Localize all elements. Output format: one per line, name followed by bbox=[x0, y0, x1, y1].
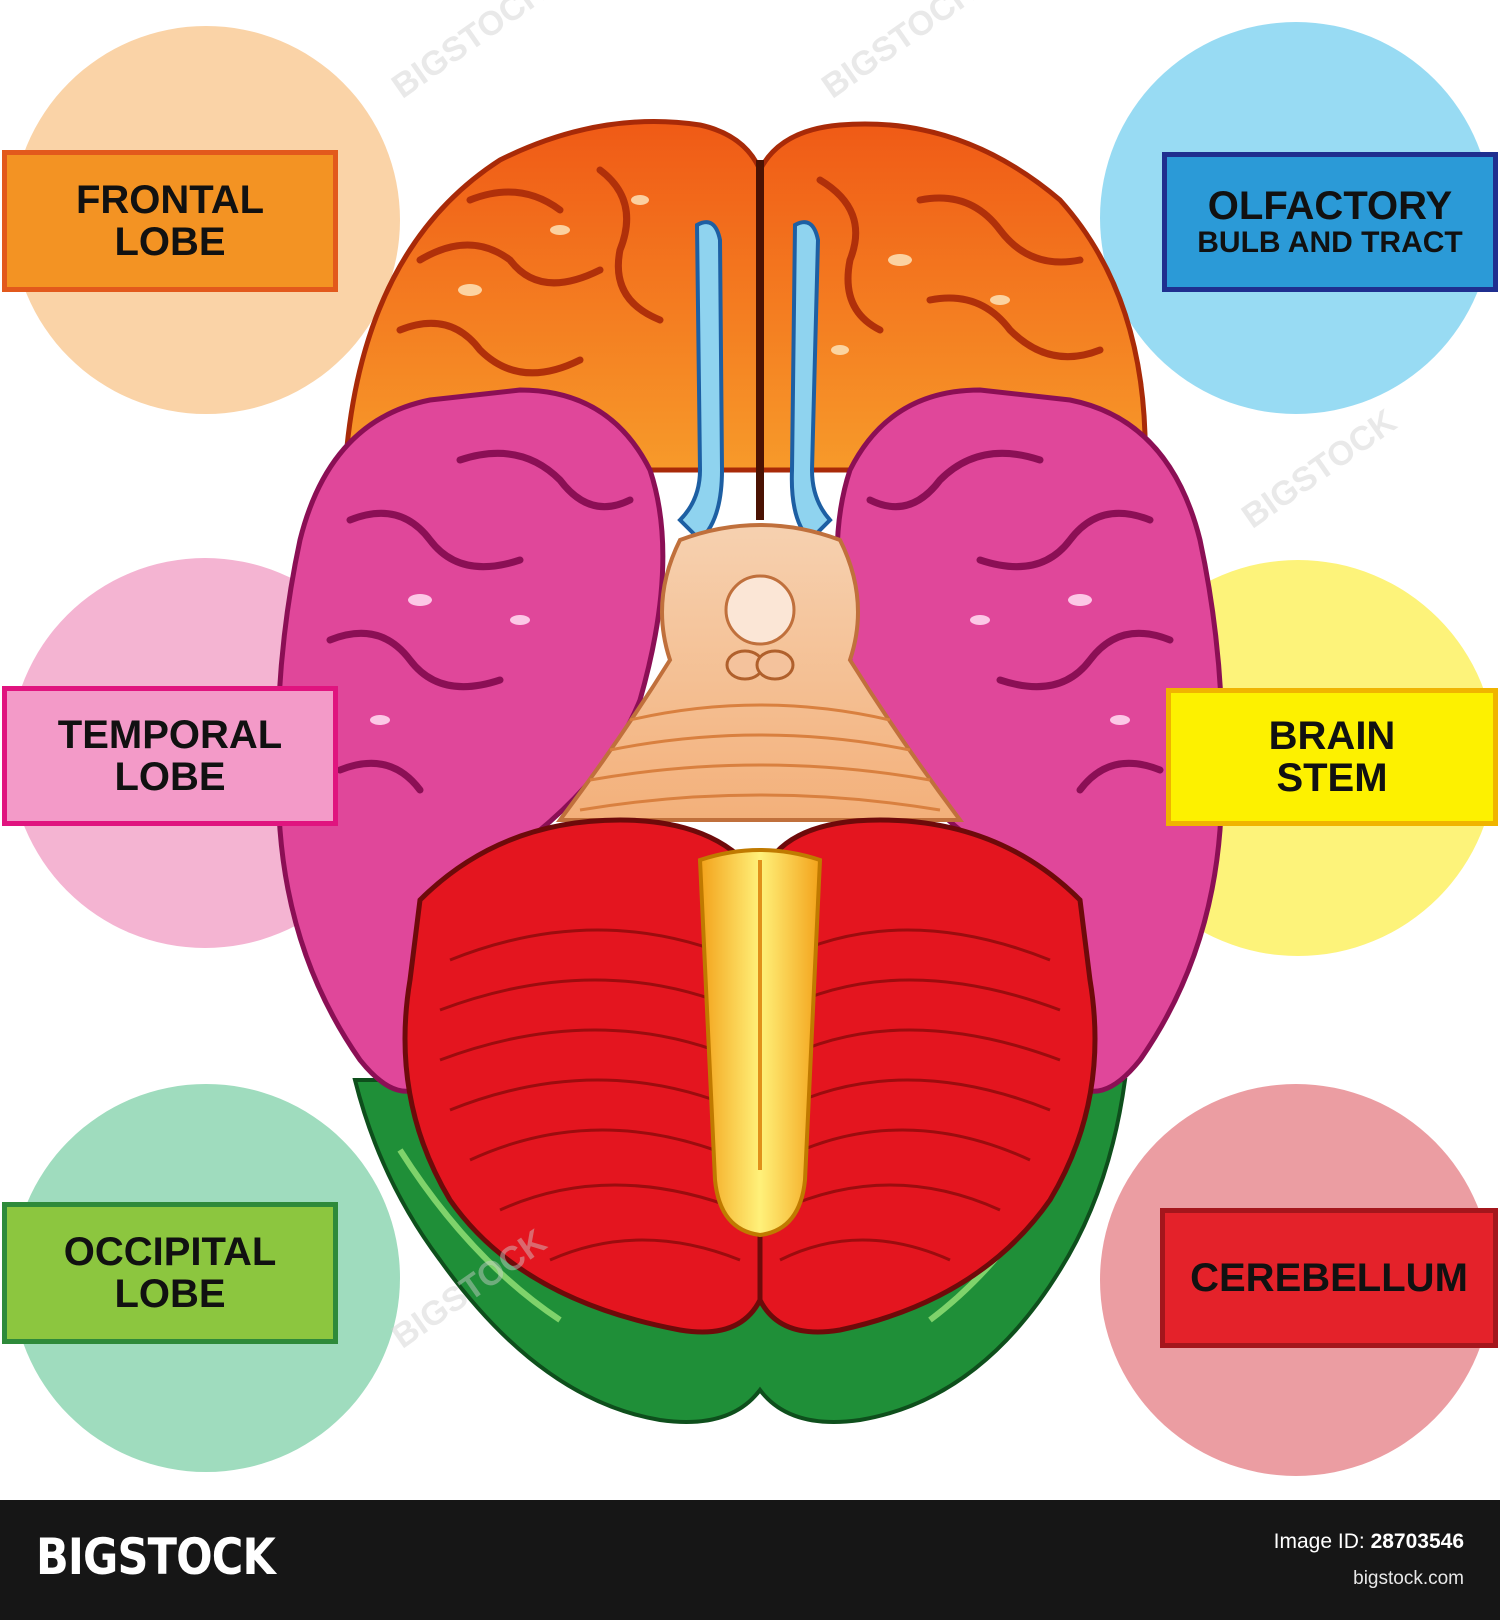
label-line: BRAIN bbox=[1268, 714, 1396, 758]
cerebellum-right bbox=[757, 817, 1098, 1335]
label-line: LOBE bbox=[114, 755, 226, 799]
olfactory-label: OLFACTORY BULB AND TRACT bbox=[1162, 152, 1498, 292]
label-line: BULB AND TRACT bbox=[1197, 226, 1463, 260]
label-line: OLFACTORY bbox=[1207, 184, 1453, 229]
image-id: Image ID: 28703546 bbox=[1274, 1530, 1464, 1554]
olfactory-tract-left bbox=[677, 220, 725, 543]
image-id-label: Image ID: bbox=[1273, 1530, 1365, 1553]
label-line: TEMPORAL bbox=[57, 713, 283, 757]
label-line: CEREBELLUM bbox=[1190, 1256, 1468, 1300]
brain-illustration bbox=[275, 119, 1225, 1424]
cerebellum-left bbox=[402, 817, 763, 1335]
pituitary bbox=[724, 574, 796, 646]
temporal-lobe-label: TEMPORAL LOBE bbox=[2, 686, 338, 826]
label-line: STEM bbox=[1276, 756, 1388, 800]
image-id-number: 28703546 bbox=[1370, 1530, 1464, 1553]
footer-bar: BIGSTOCK Image ID: 28703546 bigstock.com bbox=[0, 1500, 1500, 1620]
label-line: LOBE bbox=[114, 220, 226, 264]
temporal-lobe-right bbox=[834, 387, 1225, 1094]
diagram-stage: BIGSTOCK BIGSTOCK BIGSTOCK BIGSTOCK BIGS… bbox=[2, 0, 1498, 1476]
occipital-lobe-label: OCCIPITAL LOBE bbox=[2, 1202, 338, 1344]
olfactory-tract-right bbox=[789, 220, 833, 543]
frontal-lobe-label: FRONTAL LOBE bbox=[2, 150, 338, 292]
brain-stem-label: BRAIN STEM bbox=[1166, 688, 1498, 826]
label-line: LOBE bbox=[114, 1272, 226, 1316]
bigstock-logo: BIGSTOCK bbox=[36, 1528, 276, 1586]
temporal-lobe-left bbox=[275, 387, 666, 1094]
label-line: FRONTAL bbox=[75, 178, 265, 222]
label-line: OCCIPITAL bbox=[63, 1230, 277, 1274]
cerebellum-label: CEREBELLUM bbox=[1160, 1208, 1498, 1348]
site-url: bigstock.com bbox=[1353, 1568, 1464, 1589]
